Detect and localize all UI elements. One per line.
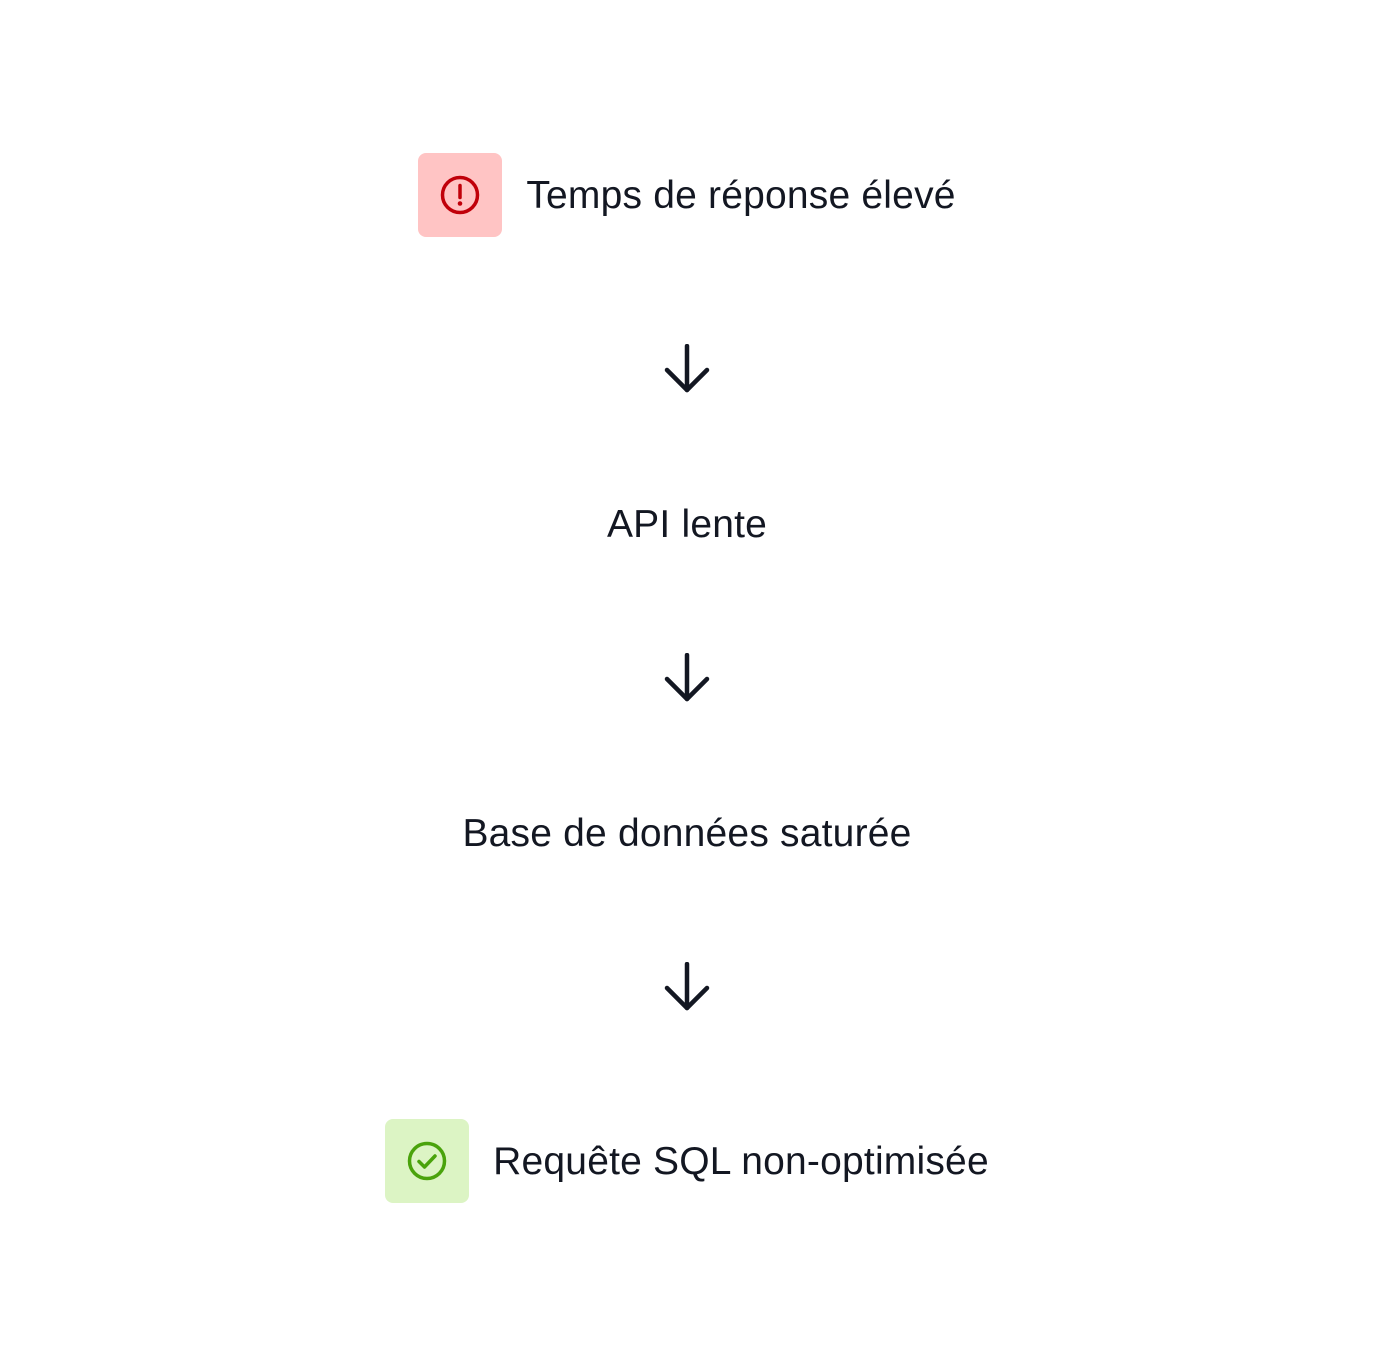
flow-step-root-cause: Requête SQL non-optimisée (0, 1119, 1374, 1203)
arrow-down-icon (664, 344, 710, 393)
step-label: Base de données saturée (462, 811, 912, 855)
arrow-down-icon (664, 962, 710, 1011)
step-label: Requête SQL non-optimisée (493, 1139, 989, 1183)
flow-step-cause: API lente (0, 482, 1374, 566)
problem-badge (418, 153, 503, 237)
arrow-down-icon (664, 653, 710, 702)
flow-step-problem: Temps de réponse élevé (0, 153, 1374, 237)
alert-circle-icon (441, 175, 480, 215)
step-label: Temps de réponse élevé (526, 173, 956, 217)
flow-step-cause: Base de données saturée (0, 791, 1374, 875)
root-cause-badge (385, 1119, 470, 1203)
step-label: API lente (606, 502, 768, 546)
check-circle-icon (407, 1141, 447, 1181)
